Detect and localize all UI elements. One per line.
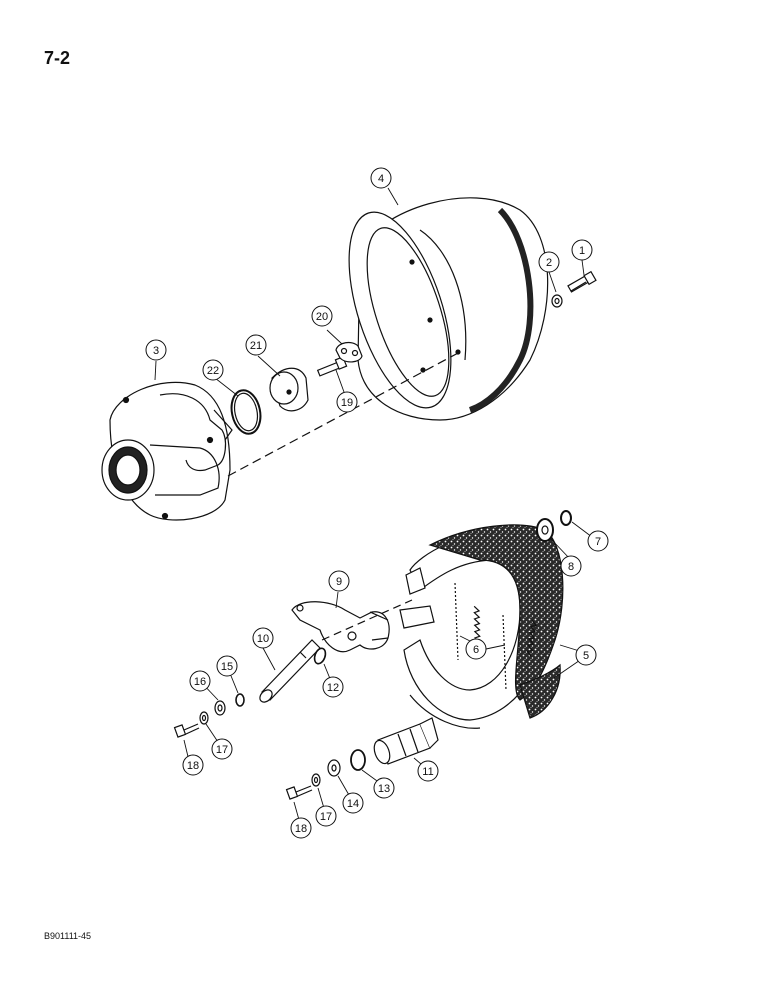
callout-11: 11 (417, 760, 439, 782)
callout-20: 20 (311, 305, 333, 327)
centerline-shaft (321, 599, 413, 641)
callout-17-lower-label: 17 (320, 811, 332, 823)
callout-3-label: 3 (153, 345, 159, 357)
brake-shoes (399, 524, 564, 729)
callout-10-label: 10 (257, 633, 269, 645)
shaft-washer (235, 693, 245, 707)
callout-17-lower: 17 (315, 805, 337, 827)
shaft-spacer (214, 700, 226, 716)
callout-15-label: 15 (221, 661, 233, 673)
callout-19: 19 (336, 391, 358, 413)
callout-11-label: 11 (422, 766, 433, 778)
anchor-pin (373, 717, 439, 765)
callout-22: 22 (202, 359, 224, 381)
adapter-plug (269, 367, 309, 412)
callout-10: 10 (252, 627, 274, 649)
shoe-retainer-ring (560, 510, 572, 526)
callout-8-label: 8 (568, 561, 574, 573)
pin-bolt (285, 785, 313, 800)
callout-19-label: 19 (341, 397, 353, 409)
drum-bolt (567, 270, 597, 293)
pin-washer (327, 759, 341, 777)
callout-7-label: 7 (595, 536, 601, 548)
callout-13: 13 (373, 777, 395, 799)
centerline-hub (227, 351, 461, 477)
callout-4: 4 (370, 167, 392, 189)
callout-5: 5 (575, 644, 597, 666)
callout-12-label: 12 (327, 682, 339, 694)
callout-20-label: 20 (316, 311, 328, 323)
brake-lever (291, 601, 390, 653)
callout-1: 1 (571, 239, 593, 261)
callout-1-label: 1 (579, 245, 585, 257)
callout-7: 7 (587, 530, 609, 552)
page-number: 7-2 (44, 48, 71, 68)
drum-washer (551, 294, 563, 308)
callout-22-label: 22 (207, 365, 219, 377)
callout-13-label: 13 (378, 783, 390, 795)
callout-8: 8 (560, 555, 582, 577)
callout-6: 6 (465, 638, 487, 660)
callout-15: 15 (216, 655, 238, 677)
wheel-hub (101, 381, 233, 521)
callout-16-label: 16 (194, 676, 206, 688)
callout-3: 3 (145, 339, 167, 361)
shaft-lock-washer (199, 711, 209, 725)
shaft-snap-ring (313, 647, 327, 665)
callout-18-upper: 18 (182, 754, 204, 776)
cam-shaft (259, 639, 321, 703)
callout-9: 9 (328, 570, 350, 592)
callout-5-label: 5 (583, 650, 589, 662)
callout-14-label: 14 (347, 798, 359, 810)
callout-21-label: 21 (250, 340, 262, 352)
callout-18-lower: 18 (290, 817, 312, 839)
pin-o-ring (350, 749, 366, 771)
callout-9-label: 9 (336, 576, 342, 588)
o-ring (230, 389, 262, 435)
callout-18-upper-label: 18 (187, 760, 199, 772)
callout-18-lower-label: 18 (295, 823, 307, 835)
pin-lock-washer (311, 773, 321, 787)
figure-code: B901111-45 (44, 931, 92, 941)
return-springs (454, 582, 537, 691)
callout-2: 2 (538, 251, 560, 273)
callout-14: 14 (342, 792, 364, 814)
callout-2-label: 2 (546, 257, 552, 269)
callout-16: 16 (189, 670, 211, 692)
brake-drum (348, 197, 549, 421)
callout-4-label: 4 (378, 173, 384, 185)
callout-17-upper-label: 17 (216, 744, 228, 756)
callout-17-upper: 17 (211, 738, 233, 760)
callout-12: 12 (322, 676, 344, 698)
callout-21: 21 (245, 334, 267, 356)
callout-6-label: 6 (473, 644, 479, 656)
shoe-washer-large (536, 518, 554, 542)
shaft-bolt (173, 723, 200, 738)
lock-plate (335, 341, 363, 363)
